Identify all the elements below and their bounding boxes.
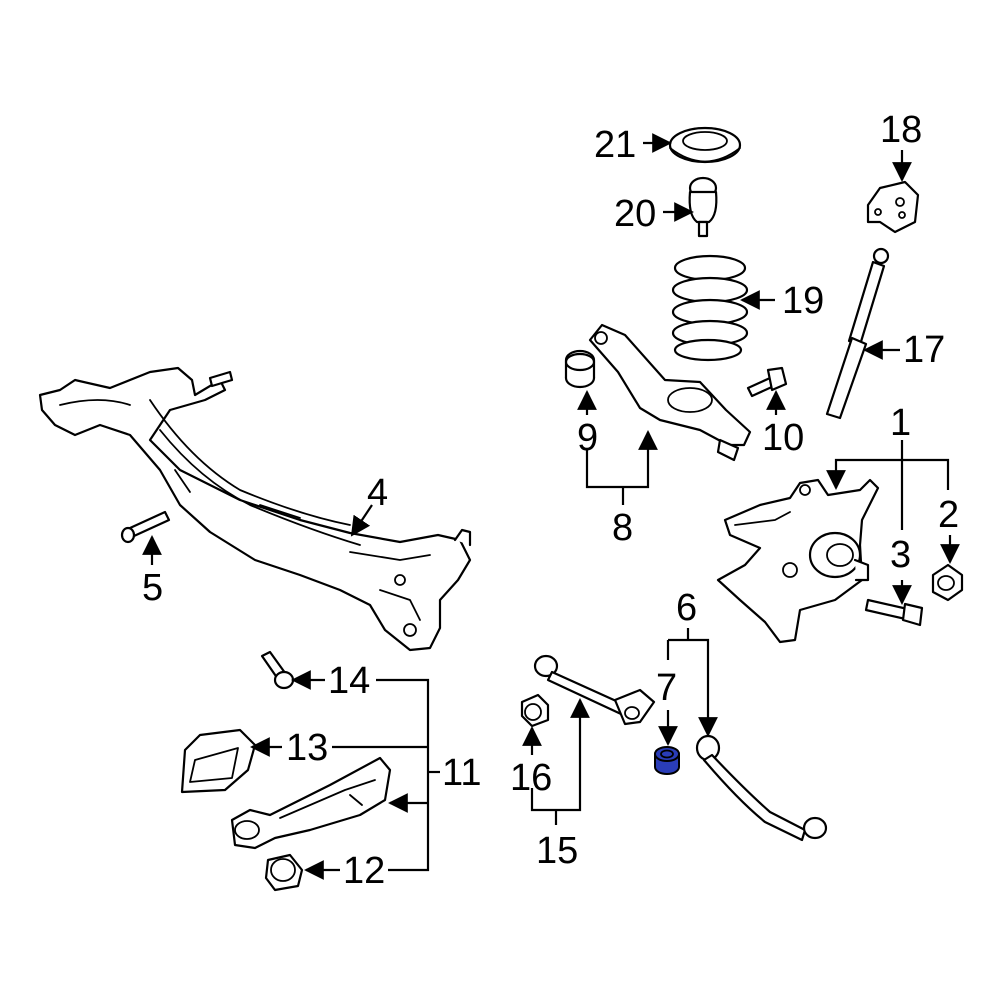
callout-5[interactable]: 5 <box>142 567 163 609</box>
callout-labels: 21 20 19 18 17 10 9 8 1 2 3 4 5 6 7 16 1… <box>142 109 959 892</box>
callout-10[interactable]: 10 <box>762 417 804 459</box>
coil-spring-part-19[interactable] <box>671 254 749 362</box>
bump-stop-part-20[interactable] <box>688 176 718 238</box>
callout-20[interactable]: 20 <box>614 193 656 235</box>
callout-9[interactable]: 9 <box>577 417 598 459</box>
callout-13[interactable]: 13 <box>286 727 328 769</box>
shock-mount-part-18[interactable] <box>866 180 920 234</box>
shock-absorber-part-17[interactable] <box>825 247 890 420</box>
callout-8[interactable]: 8 <box>612 507 633 549</box>
callout-18[interactable]: 18 <box>880 109 922 151</box>
bolt-part-3[interactable] <box>864 598 924 627</box>
knuckle-part-1[interactable] <box>716 478 880 644</box>
bushing-part-2[interactable] <box>931 563 964 602</box>
callout-4[interactable]: 4 <box>367 472 388 514</box>
bracket-part-13[interactable] <box>180 728 257 794</box>
callout-17[interactable]: 17 <box>903 329 945 371</box>
callout-16[interactable]: 16 <box>510 757 552 799</box>
bolt-part-14[interactable] <box>260 650 295 690</box>
bushing-part-9[interactable] <box>564 349 596 389</box>
callout-2[interactable]: 2 <box>938 494 959 536</box>
callout-11[interactable]: 11 <box>442 752 481 794</box>
callout-21[interactable]: 21 <box>594 124 636 166</box>
trailing-arm-part-11[interactable] <box>230 756 392 850</box>
callout-14[interactable]: 14 <box>328 660 370 702</box>
bolt-part-10[interactable] <box>746 366 788 398</box>
callout-3[interactable]: 3 <box>890 534 911 576</box>
callout-6[interactable]: 6 <box>676 587 697 629</box>
callout-1[interactable]: 1 <box>890 402 911 444</box>
callout-7[interactable]: 7 <box>656 667 677 709</box>
bushing-part-7[interactable] <box>654 746 680 775</box>
lateral-link-part-15[interactable] <box>533 654 656 726</box>
control-arm-part-6[interactable] <box>695 734 828 842</box>
leader-lines <box>142 133 960 880</box>
bolt-part-5[interactable] <box>120 510 171 544</box>
callout-15[interactable]: 15 <box>536 830 578 872</box>
crossmember-part-4[interactable] <box>38 366 472 652</box>
callout-19[interactable]: 19 <box>782 280 824 322</box>
bushing-part-12[interactable] <box>264 853 304 892</box>
spring-seat-part-21[interactable] <box>668 126 742 164</box>
lower-spring-arm-part-8[interactable] <box>588 323 752 462</box>
bushing-part-16[interactable] <box>520 693 550 728</box>
callout-12[interactable]: 12 <box>343 850 385 892</box>
